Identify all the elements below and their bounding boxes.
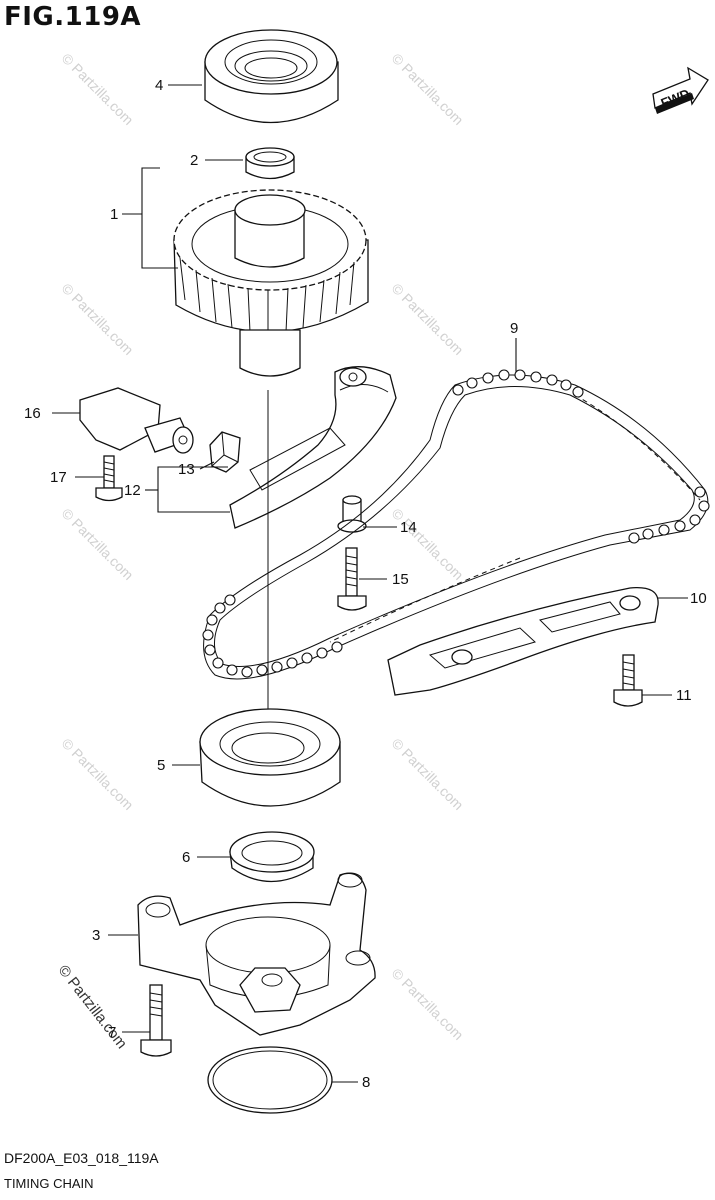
callout-4: 4 — [155, 77, 163, 94]
callout-15: 15 — [392, 571, 409, 588]
part-3-housing — [137, 872, 376, 1036]
callout-6: 6 — [182, 849, 190, 866]
part-9-timing-chain — [202, 369, 710, 680]
callout-11: 11 — [676, 687, 692, 704]
part-13-clip — [209, 431, 241, 473]
callout-3: 3 — [92, 927, 100, 944]
part-14-collar — [337, 495, 367, 533]
fwd-arrow-icon: FWD — [652, 66, 709, 114]
callout-2: 2 — [190, 152, 198, 169]
callout-14: 14 — [400, 519, 417, 536]
diagram-code: DF200A_E03_018_119A — [4, 1150, 159, 1166]
leader-lines — [52, 84, 688, 1083]
part-6-oil-seal — [229, 831, 315, 883]
part-1-gear — [173, 189, 369, 377]
part-16-bracket — [79, 387, 194, 454]
callout-12: 12 — [124, 482, 141, 499]
callout-9: 9 — [510, 320, 518, 337]
part-15-bolt — [337, 547, 367, 611]
callout-5: 5 — [157, 757, 165, 774]
part-17-bolt — [95, 455, 123, 502]
part-10-chain-guide — [387, 586, 659, 696]
part-8-o-ring — [207, 1046, 333, 1114]
part-2-collar — [245, 147, 295, 180]
part-4-bearing — [204, 29, 339, 124]
part-5-bearing — [199, 708, 341, 807]
callout-8: 8 — [362, 1074, 370, 1091]
callout-13: 13 — [178, 461, 195, 478]
part-7-bolt — [140, 984, 172, 1057]
part-12-chain-guide — [229, 366, 397, 529]
diagram-caption: TIMING CHAIN — [4, 1176, 94, 1191]
callout-labels: 4 2 1 16 13 17 12 9 14 15 10 11 5 6 3 7 … — [24, 77, 707, 1091]
part-11-bolt — [613, 654, 643, 707]
callout-1: 1 — [110, 206, 118, 223]
callout-16: 16 — [24, 405, 41, 422]
callout-17: 17 — [50, 469, 67, 486]
figure-title: FIG.119A — [4, 2, 142, 32]
callout-7: 7 — [108, 1024, 116, 1041]
callout-10: 10 — [690, 590, 707, 607]
